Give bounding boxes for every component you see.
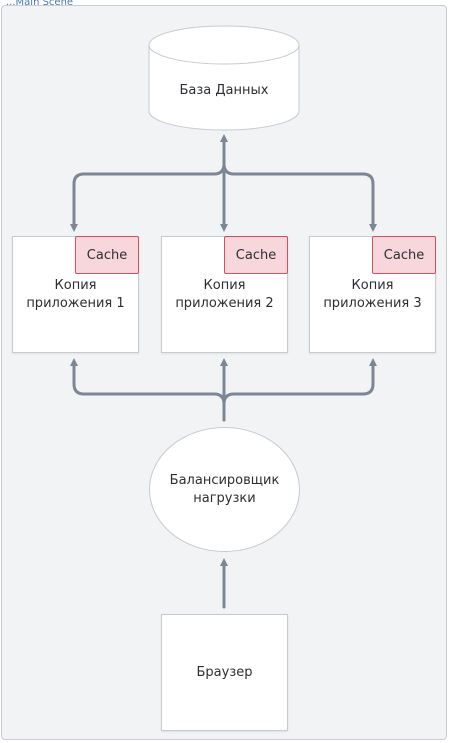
- arrow-balancer-to-app1: [70, 358, 226, 422]
- load-balancer-line1: Балансировщик: [169, 472, 280, 488]
- load-balancer-node[interactable]: Балансировщик нагрузки: [149, 427, 300, 552]
- cache-label-3: Cache: [383, 247, 425, 263]
- arrow-app3-to-db: [222, 162, 375, 230]
- app-copy-3-line2: приложения 3: [323, 296, 422, 311]
- browser-label: Браузер: [196, 664, 253, 680]
- cache-box-3[interactable]: Cache: [372, 236, 436, 274]
- load-balancer-line2: нагрузки: [193, 490, 256, 506]
- cache-box-1[interactable]: Cache: [75, 236, 139, 274]
- app-copy-2-line1: Копия: [203, 278, 246, 293]
- database-node[interactable]: База Данных: [148, 25, 300, 131]
- app-copy-2-line2: приложения 2: [175, 296, 274, 311]
- app-copy-1-line1: Копия: [54, 278, 97, 293]
- cache-label-1: Cache: [86, 247, 128, 263]
- load-balancer-label: Балансировщик нагрузки: [170, 472, 280, 508]
- database-label: База Данных: [179, 83, 269, 98]
- arrow-balancer-to-app3: [222, 358, 377, 406]
- frame-label: ...Main Scene: [6, 0, 74, 8]
- arrow-app1-to-db: [72, 134, 228, 230]
- app-copy-1-line2: приложения 1: [26, 296, 125, 311]
- database-cylinder-icon: [148, 25, 300, 131]
- browser-node[interactable]: Браузер: [161, 614, 288, 731]
- cache-box-2[interactable]: Cache: [224, 236, 288, 274]
- app-copy-3-line1: Копия: [351, 278, 394, 293]
- cache-label-2: Cache: [235, 247, 277, 263]
